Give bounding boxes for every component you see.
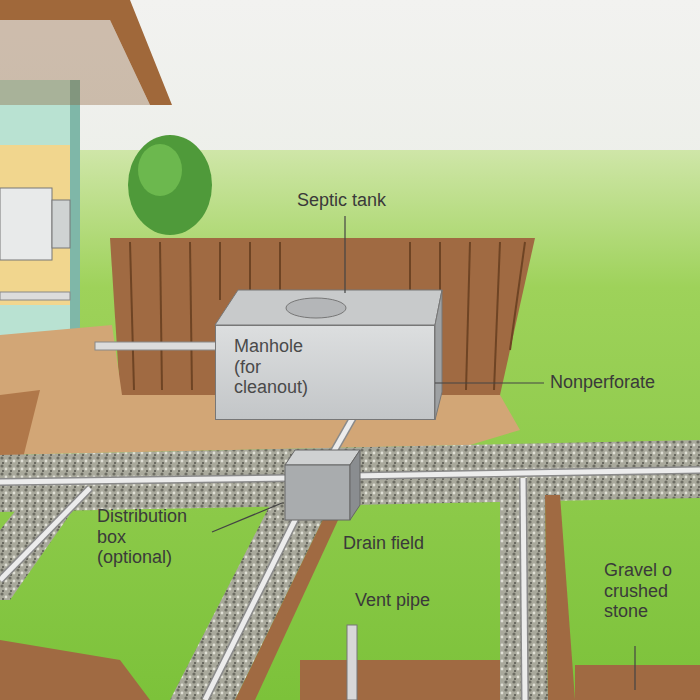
shrub: [128, 135, 212, 235]
house-pipe: [0, 292, 70, 300]
distribution-box: [285, 465, 350, 520]
part-label: Septic tank: [297, 190, 437, 211]
vent-pipe: [347, 625, 357, 700]
trench-wall: [0, 640, 150, 700]
manhole: [286, 298, 346, 318]
part-label: Vent pipe: [355, 590, 465, 611]
inlet-pipe: [95, 342, 217, 350]
lawn: [0, 150, 700, 700]
tank-label: Manhole (for cleanout): [234, 336, 329, 398]
furnace: [0, 188, 52, 260]
roof: [0, 0, 172, 105]
distribution-box-side: [350, 450, 360, 520]
trench-wall: [300, 660, 500, 700]
house-basement: [0, 145, 70, 305]
shrub-light: [138, 144, 182, 196]
tank-top: [215, 290, 442, 325]
trench-wall: [575, 665, 700, 700]
distribution-box-top: [285, 450, 360, 465]
trench-wall: [545, 495, 575, 700]
septic-tank-box: Manhole (for cleanout): [215, 325, 435, 420]
part-label: Distribution box (optional): [97, 506, 199, 568]
part-label: Drain field: [343, 533, 463, 554]
tank-side: [435, 290, 442, 420]
leader-line: [212, 216, 635, 690]
part-label: Gravel o crushed stone: [604, 560, 694, 622]
furnace-side: [52, 200, 70, 248]
part-label: Nonperforate: [550, 372, 695, 393]
roof-shade: [0, 20, 150, 105]
